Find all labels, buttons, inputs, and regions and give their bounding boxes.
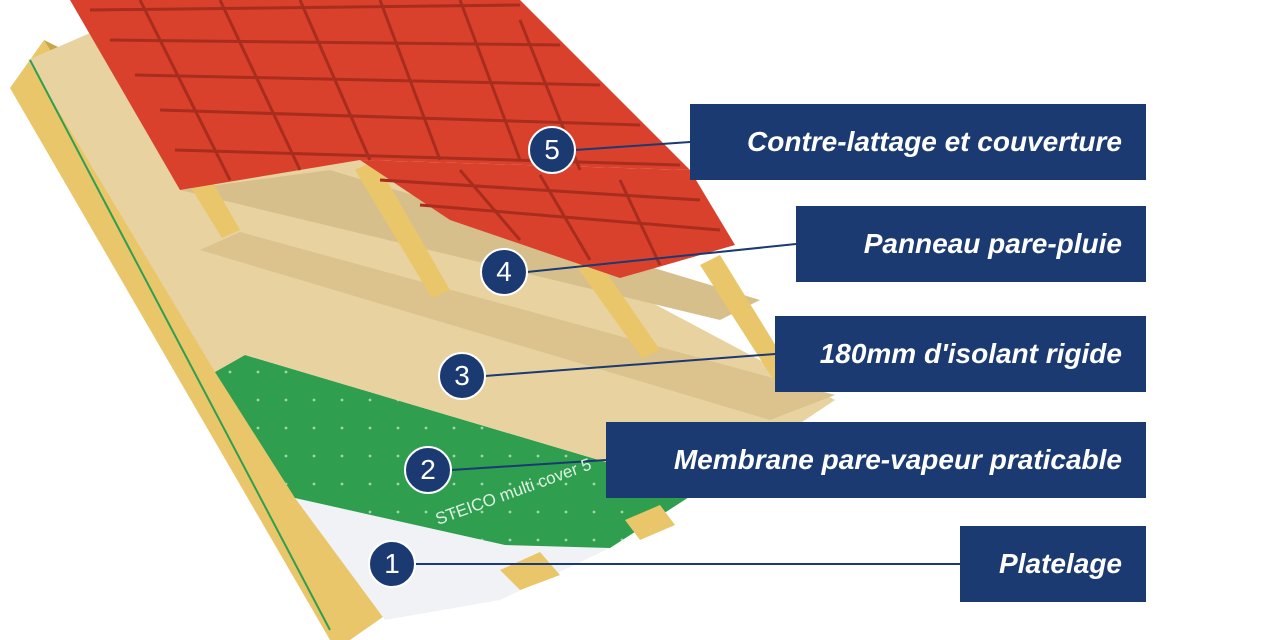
layer-label-4: Panneau pare-pluie	[796, 206, 1146, 282]
rafter-end	[500, 552, 560, 590]
leader-line-5	[574, 141, 691, 151]
membrane-edge-line	[29, 59, 331, 631]
layer-label-2: Membrane pare-vapeur praticable	[606, 422, 1146, 498]
insulation-top	[180, 170, 760, 320]
insulation-step	[200, 232, 835, 420]
membrane-dots	[215, 355, 700, 548]
layer-marker-5: 5	[528, 126, 576, 174]
layer-label-1: Platelage	[960, 526, 1146, 602]
rafter-end	[625, 505, 675, 540]
layer-marker-1: 1	[368, 540, 416, 588]
layer-marker-4: 4	[480, 248, 528, 296]
leader-lines	[415, 141, 960, 565]
leader-line-2	[450, 459, 607, 471]
tile-ridges	[89, 0, 721, 266]
counter-batten	[355, 160, 450, 298]
layer-label-3: 180mm d'isolant rigide	[775, 316, 1146, 392]
leader-line-3	[484, 353, 776, 377]
layer-marker-3: 3	[438, 352, 486, 400]
layer-marker-2: 2	[404, 446, 452, 494]
layer-label-5: Contre-lattage et couverture	[690, 104, 1146, 180]
leader-line-4	[526, 243, 797, 273]
roof-tiles-right	[360, 160, 735, 278]
